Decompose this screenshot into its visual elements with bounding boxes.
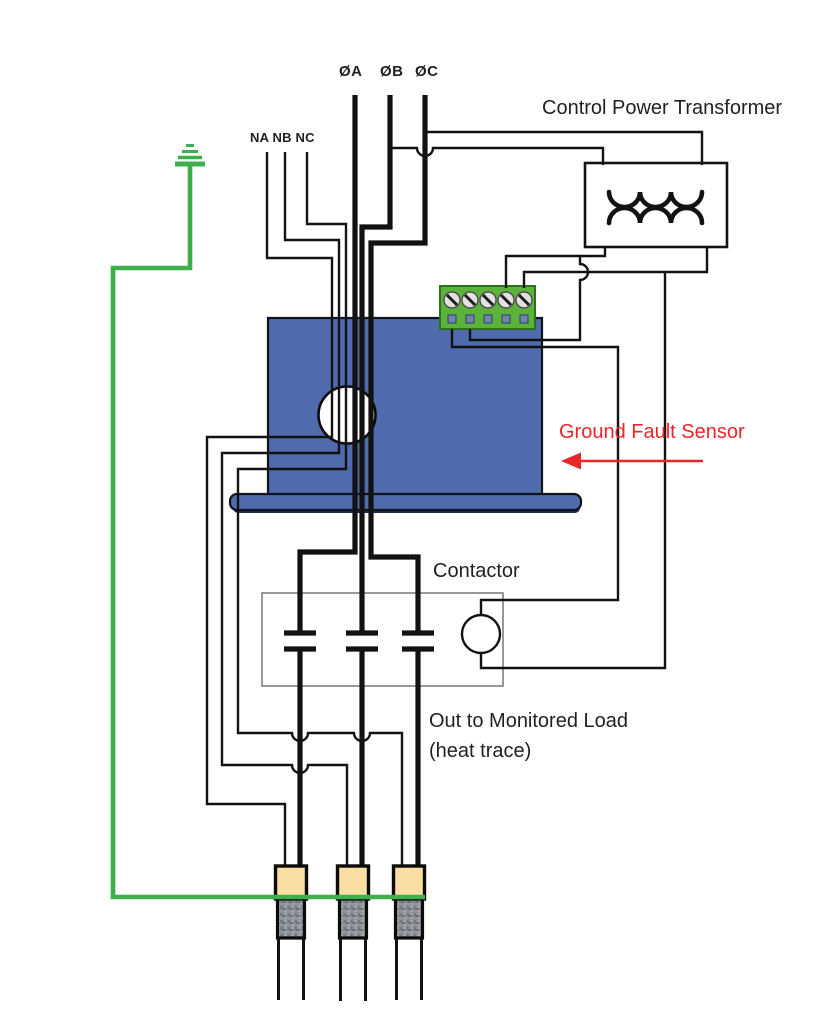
terminal-screws	[443, 291, 533, 309]
neutral-labels: NA NB NC	[250, 130, 315, 145]
contactor-pole-b	[346, 630, 378, 868]
ground-wire	[110, 144, 425, 900]
contactor-coil	[460, 613, 502, 655]
contactor-label: Contactor	[433, 560, 520, 582]
terminal2-jumper-wire	[468, 256, 590, 342]
heat-trace-cable	[273, 864, 309, 1000]
phase-c-wire	[368, 95, 428, 633]
ground-fault-sensor-arrow	[561, 452, 703, 470]
phase-b-wire	[359, 95, 393, 633]
heat-trace-cable	[391, 864, 427, 1000]
phase-wires	[284, 95, 434, 868]
coil-return-wire	[479, 272, 667, 670]
sensor-core	[266, 316, 544, 507]
sensor-label: Ground Fault Sensor	[559, 421, 745, 443]
ground-conductor	[110, 166, 425, 900]
terminal-clamps	[447, 314, 529, 324]
control-wires	[390, 130, 709, 670]
transformer-to-terminal4-wire	[504, 247, 607, 288]
terminal-block	[439, 285, 536, 330]
phase-a-wire	[297, 95, 358, 633]
neutral-na-wire	[205, 152, 334, 867]
control-power-transformer-symbol	[583, 161, 729, 249]
load-label-line1: Out to Monitored Load	[429, 710, 629, 732]
contactor-pole-c	[402, 630, 434, 868]
earth-ground-icon	[175, 144, 205, 167]
terminal5-to-transformer-wire	[522, 247, 709, 288]
neutral-wires	[205, 152, 404, 867]
contactor-box	[261, 592, 504, 687]
phase-a-label: ØA	[339, 63, 363, 80]
heat-trace-cable	[335, 864, 371, 1001]
sensor-flange	[228, 492, 583, 512]
contactor-pole-a	[284, 630, 316, 868]
neutral-nc-wire	[236, 152, 404, 867]
transformer-secondary-winding	[606, 205, 705, 226]
terminal1-to-coil-wire	[450, 329, 620, 615]
phase-c-label: ØC	[415, 63, 439, 80]
load-label-line2: (heat trace)	[429, 740, 532, 762]
phase-b-tap-wire	[390, 146, 605, 165]
transformer-label: Control Power Transformer	[542, 97, 783, 119]
phase-b-label: ØB	[380, 63, 404, 80]
phase-c-tap-wire	[425, 130, 704, 165]
neutral-nb-wire	[220, 152, 349, 867]
heat-trace-cables	[273, 864, 427, 1001]
